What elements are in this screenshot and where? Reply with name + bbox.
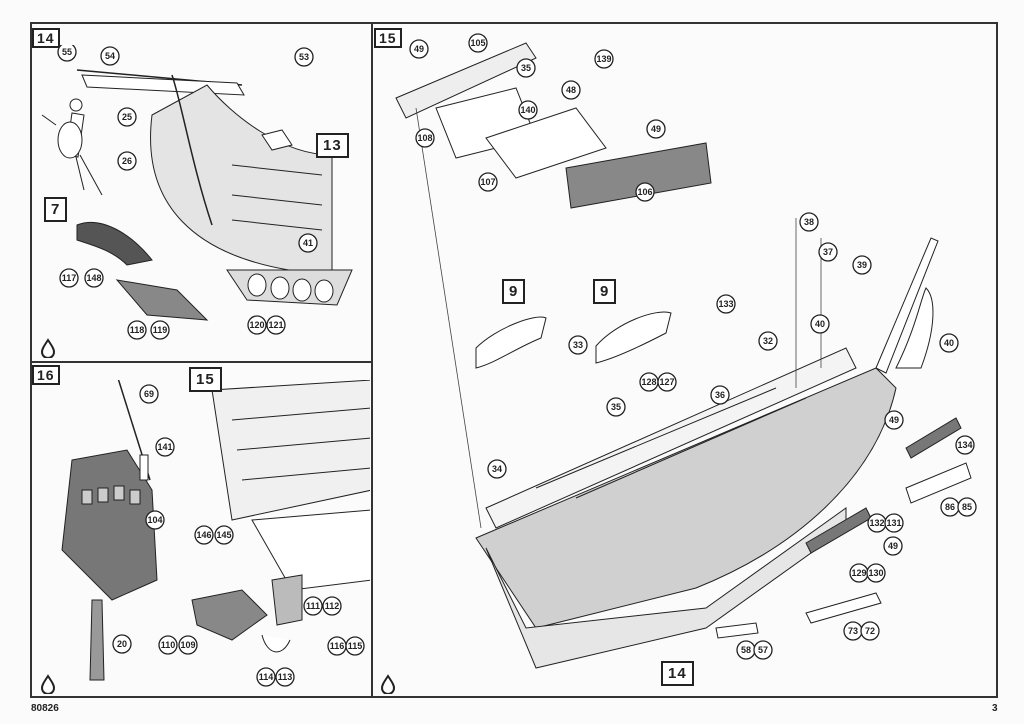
callout: 49	[888, 541, 898, 551]
callout: 37	[823, 247, 833, 257]
callout: 140	[520, 105, 535, 115]
callout: 145	[216, 530, 231, 540]
callout: 20	[117, 639, 127, 649]
callout: 38	[804, 217, 814, 227]
callout: 57	[758, 645, 768, 655]
callout: 146	[196, 530, 211, 540]
callout: 113	[278, 672, 293, 682]
callout: 117	[62, 273, 77, 283]
callout: 127	[659, 377, 674, 387]
panel-divider-horizontal	[30, 361, 373, 363]
callout: 108	[417, 133, 432, 143]
page-number: 3	[992, 703, 998, 714]
step-14-label: 14	[32, 28, 60, 48]
callout: 120	[249, 320, 264, 330]
callout: 35	[611, 402, 621, 412]
callout: 129	[851, 568, 866, 578]
callout: 104	[147, 515, 162, 525]
callout: 49	[651, 124, 661, 134]
callout: 110	[161, 640, 176, 650]
ref-step-15: 15	[189, 367, 222, 392]
callout: 109	[180, 640, 195, 650]
glue-drop-icon	[40, 338, 56, 358]
callout: 49	[889, 415, 899, 425]
callout: 107	[480, 177, 495, 187]
callout: 130	[868, 568, 883, 578]
soldier-figure	[41, 98, 103, 196]
callout: 132	[869, 518, 884, 528]
ref-step-9b: 9	[593, 279, 617, 304]
callout: 118	[130, 325, 145, 335]
callout: 26	[122, 156, 132, 166]
callout: 72	[865, 626, 875, 636]
callout: 73	[848, 626, 858, 636]
callout: 139	[596, 54, 611, 64]
callout: 121	[268, 320, 283, 330]
ref-step-13: 13	[316, 133, 349, 158]
callout: 105	[470, 38, 485, 48]
callout: 85	[962, 502, 972, 512]
callout: 116	[330, 641, 345, 651]
catalog-number: 80826	[31, 703, 59, 714]
panel-14-drawing: 55 54 53 25 26 41 117 148 118 119 120 12…	[41, 45, 353, 340]
callout: 34	[492, 464, 502, 474]
callout: 131	[886, 518, 901, 528]
callout: 40	[815, 319, 825, 329]
panel-16-drawing: 69 141 104 146 145 111 112 116 115 114 1…	[61, 380, 370, 687]
callout: 86	[945, 502, 955, 512]
page-frame	[30, 22, 998, 698]
callout: 128	[641, 377, 656, 387]
glue-drop-icon	[40, 674, 56, 694]
panel-divider-vertical	[371, 22, 373, 698]
callout: 148	[86, 273, 101, 283]
panel-15-drawing: 49 105 35 139 48 140 49 108 107 106 38 3…	[395, 33, 977, 669]
callout: 133	[718, 299, 733, 309]
callout: 48	[566, 85, 576, 95]
callout: 111	[306, 601, 320, 611]
ref-step-9a: 9	[502, 279, 526, 304]
callout: 25	[122, 112, 132, 122]
callout: 49	[414, 44, 424, 54]
callout: 69	[144, 389, 154, 399]
callout: 39	[857, 260, 867, 270]
callout: 33	[573, 340, 583, 350]
callout: 119	[153, 325, 168, 335]
ref-step-7: 7	[44, 197, 68, 222]
callout: 40	[944, 338, 954, 348]
callout: 36	[715, 390, 725, 400]
callout: 54	[105, 51, 115, 61]
callout: 134	[957, 440, 972, 450]
callout: 58	[741, 645, 751, 655]
callout: 41	[303, 238, 313, 248]
step-16-label: 16	[32, 365, 60, 385]
callout: 115	[348, 641, 363, 651]
callout: 55	[62, 47, 72, 57]
callout: 141	[157, 442, 172, 452]
callout: 114	[259, 672, 274, 682]
callout: 112	[325, 601, 340, 611]
callout: 32	[763, 336, 773, 346]
glue-drop-icon	[380, 674, 396, 694]
ref-step-14: 14	[661, 661, 694, 686]
callout: 35	[521, 63, 531, 73]
step-15-label: 15	[374, 28, 402, 48]
callout: 106	[637, 187, 652, 197]
callout: 53	[299, 52, 309, 62]
